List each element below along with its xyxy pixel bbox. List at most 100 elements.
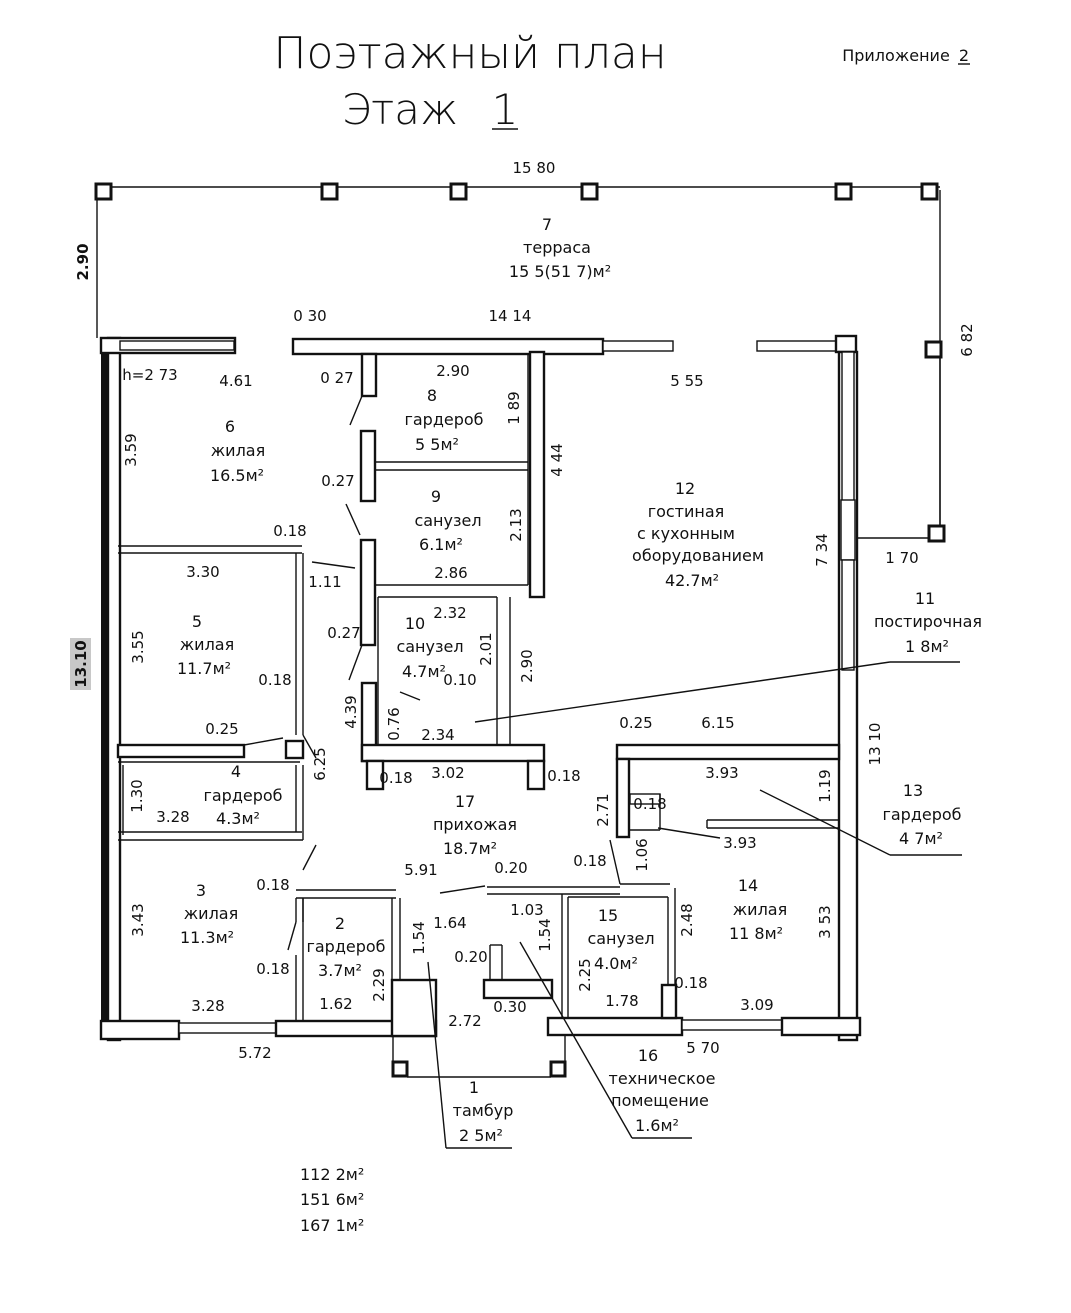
room-16-number: 16: [638, 1046, 658, 1065]
room-16-name: техническое: [609, 1069, 716, 1088]
room-9-number: 9: [431, 487, 441, 506]
dim: 3.55: [129, 630, 147, 663]
dim: 2.32: [433, 604, 466, 622]
dim: 1.62: [319, 995, 352, 1013]
room-12-number: 12: [675, 479, 695, 498]
dim: 1.03: [510, 901, 543, 919]
dim: 4.61: [219, 372, 252, 390]
dim: 2.86: [434, 564, 467, 582]
dim: 1.54: [410, 921, 428, 954]
room-6-area: 16.5м²: [210, 466, 264, 485]
room-6-name: жилая: [211, 441, 265, 460]
dim: 3.59: [122, 433, 140, 466]
dim: 0.27: [327, 624, 360, 642]
dim: 5 55: [670, 372, 703, 390]
dim: 0 30: [293, 307, 326, 325]
room-13-number: 13: [903, 781, 923, 800]
dim: 2.90: [518, 649, 536, 682]
interior-walls: [116, 350, 841, 1021]
dim: 2.25: [576, 958, 594, 991]
room-17-name: прихожая: [433, 815, 517, 834]
dim: 14 14: [489, 307, 532, 325]
dim: 13.10: [72, 640, 90, 687]
dim: 2.71: [594, 793, 612, 826]
ceiling-height: h=2 73: [122, 366, 177, 384]
room-13-area: 4 7м²: [899, 829, 943, 848]
room-14-number: 14: [738, 876, 758, 895]
dim: 6.25: [311, 747, 329, 780]
room-10-name: санузел: [396, 637, 463, 656]
room-6-number: 6: [225, 417, 235, 436]
room-13-name: гардероб: [882, 805, 961, 824]
dim: 2.90: [74, 243, 92, 280]
dim: 3.30: [186, 563, 219, 581]
dim: 6 82: [958, 323, 976, 356]
room-8-area: 5 5м²: [415, 435, 459, 454]
dim: 0.18: [674, 974, 707, 992]
room-15-area: 4.0м²: [594, 954, 638, 973]
dim: 2.72: [448, 1012, 481, 1030]
appendix-label: Приложение: [842, 46, 950, 65]
room-5-name: жилая: [180, 635, 234, 654]
total-area-3: 167 1м²: [300, 1216, 364, 1235]
dim: 0.30: [493, 998, 526, 1016]
dim: 7 34: [813, 533, 831, 566]
dim: 3.43: [129, 903, 147, 936]
room-14-area: 11 8м²: [729, 924, 783, 943]
dim: 1.64: [433, 914, 466, 932]
room-5-area: 11.7м²: [177, 659, 231, 678]
total-area-2: 151 6м²: [300, 1190, 364, 1209]
room-2-name: гардероб: [306, 937, 385, 956]
room-7-area: 15 5(51 7)м²: [509, 262, 611, 281]
dim: 3.09: [740, 996, 773, 1014]
dim: 0.18: [547, 767, 580, 785]
leader-lines: [243, 661, 962, 1149]
room-1-number: 1: [469, 1078, 479, 1097]
appendix-number: 2: [959, 46, 969, 65]
dim: 0.18: [256, 876, 289, 894]
room-4-name: гардероб: [203, 786, 282, 805]
dim: 2.48: [678, 903, 696, 936]
dim: 0.25: [205, 720, 238, 738]
dimension-labels: 15 80 0 30 14 14 h=2 73 4.61 5 55 0 27 2…: [122, 159, 918, 1062]
dim: 0.18: [573, 852, 606, 870]
room-12-area: 42.7м²: [665, 571, 719, 590]
room-7-name: терраса: [523, 238, 591, 257]
room-15-name: санузел: [587, 929, 654, 948]
room-11-name: постирочная: [874, 612, 982, 631]
room-15-number: 15: [598, 906, 618, 925]
dim: 0.10: [443, 671, 476, 689]
room-8-number: 8: [427, 386, 437, 405]
dim: 1 70: [885, 549, 918, 567]
dim: 1.30: [128, 779, 146, 812]
room-labels: 7 терраса 15 5(51 7)м² 6 жилая 16.5м² 8 …: [177, 215, 982, 1145]
dim: 3.93: [705, 764, 738, 782]
room-9-area: 6.1м²: [419, 535, 463, 554]
dim: 3.28: [156, 808, 189, 826]
room-7-number: 7: [542, 215, 552, 234]
room-2-number: 2: [335, 914, 345, 933]
dim: 0 27: [320, 369, 353, 387]
room-4-area: 4.3м²: [216, 809, 260, 828]
dim: 5.72: [238, 1044, 271, 1062]
dim: 5.91: [404, 861, 437, 879]
room-3-number: 3: [196, 881, 206, 900]
dim: 13 10: [866, 723, 884, 766]
terrace-outline: [94, 182, 946, 543]
dim: 4.39: [342, 695, 360, 728]
room-3-name: жилая: [184, 904, 238, 923]
plan-title: Поэтажный план: [273, 28, 666, 79]
dim: 1.78: [605, 992, 638, 1010]
room-11-number: 11: [915, 589, 935, 608]
dim: 0.76: [385, 707, 403, 740]
dim: 1.06: [633, 838, 651, 871]
dim: 2.13: [507, 508, 525, 541]
dim: 3.02: [431, 764, 464, 782]
room-10-number: 10: [405, 614, 425, 633]
dim: 4 44: [548, 443, 566, 476]
dim: 2.90: [436, 362, 469, 380]
dim: 0.18: [256, 960, 289, 978]
dim: 0.20: [494, 859, 527, 877]
dim: 15 80: [513, 159, 556, 177]
